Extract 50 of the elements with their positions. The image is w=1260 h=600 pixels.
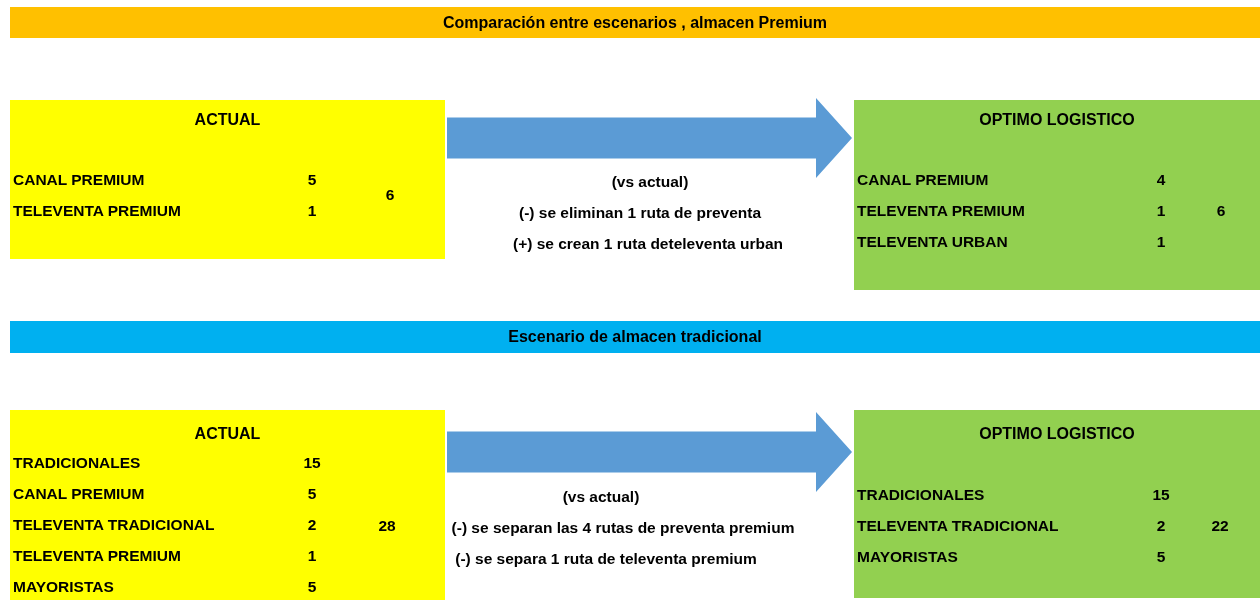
route-name: TRADICIONALES	[857, 485, 985, 505]
route-count: 1	[306, 201, 318, 221]
table-header: ACTUAL	[193, 110, 262, 130]
change-note: (-) se separa 1 ruta de televenta premium	[455, 549, 757, 569]
change-note: (+) se crean 1 ruta deteleventa urban	[512, 234, 784, 254]
section-title: Comparación entre escenarios , almacen Premium	[442, 12, 828, 33]
route-name: TELEVENTA PREMIUM	[13, 201, 181, 221]
route-count: 5	[306, 577, 318, 597]
scenario-table	[854, 100, 1260, 290]
change-note: (vs actual)	[611, 172, 689, 192]
table-header: OPTIMO LOGISTICO	[978, 424, 1136, 444]
route-count: 2	[306, 515, 318, 535]
route-name: CANAL PREMIUM	[13, 170, 145, 190]
route-name: TELEVENTA PREMIUM	[857, 201, 1025, 221]
route-name: TRADICIONALES	[13, 453, 141, 473]
change-note: (vs actual)	[562, 487, 640, 507]
route-count: 15	[302, 453, 322, 473]
block-arrow	[447, 412, 852, 492]
route-name: CANAL PREMIUM	[857, 170, 989, 190]
total-count: 6	[384, 185, 396, 205]
scenario-table	[10, 100, 445, 259]
route-name: TELEVENTA TRADICIONAL	[13, 515, 215, 535]
route-name: MAYORISTAS	[13, 577, 114, 597]
route-count: 1	[1155, 201, 1167, 221]
route-name: CANAL PREMIUM	[13, 484, 145, 504]
route-name: TELEVENTA URBAN	[857, 232, 1008, 252]
route-name: TELEVENTA PREMIUM	[13, 546, 181, 566]
title-band	[10, 7, 1260, 38]
route-count: 1	[1155, 232, 1167, 252]
table-header: ACTUAL	[193, 424, 262, 444]
route-count: 1	[306, 546, 318, 566]
route-name: MAYORISTAS	[857, 547, 958, 567]
table-header: OPTIMO LOGISTICO	[978, 110, 1136, 130]
change-note: (-) se separan las 4 rutas de preventa premium	[451, 518, 795, 538]
block-arrow	[447, 98, 852, 178]
scenario-table	[10, 410, 445, 600]
change-note: (-) se eliminan 1 ruta de preventa	[519, 203, 761, 223]
route-count: 5	[306, 484, 318, 504]
route-count: 2	[1155, 516, 1167, 536]
title-band	[10, 321, 1260, 353]
route-count: 4	[1155, 170, 1167, 190]
total-count: 28	[377, 516, 397, 536]
route-count: 15	[1151, 485, 1171, 505]
scenario-table	[854, 410, 1260, 598]
section-title: Escenario de almacen tradicional	[508, 327, 762, 347]
route-name: TELEVENTA TRADICIONAL	[857, 516, 1059, 536]
total-count: 6	[1215, 201, 1227, 221]
total-count: 22	[1210, 516, 1230, 536]
route-count: 5	[1155, 547, 1167, 567]
route-count: 5	[306, 170, 318, 190]
